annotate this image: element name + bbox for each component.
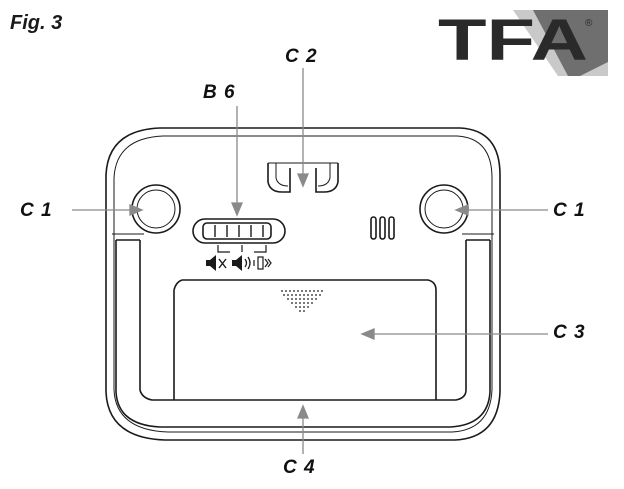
- arrow-c1-left: [72, 204, 144, 216]
- logo-panel-dark: [533, 10, 608, 76]
- callout-c1-right: C 1: [553, 200, 586, 221]
- speaker-on-icon: [232, 255, 251, 271]
- arrow-b6: [231, 106, 243, 217]
- callout-c3: C 3: [553, 322, 586, 343]
- sound-switch-slider: [202, 222, 272, 240]
- sound-switch-housing: [192, 218, 286, 244]
- battery-cover-grip-dots: [281, 290, 323, 312]
- stand-inner: [139, 240, 467, 401]
- arrow-c2: [297, 68, 309, 188]
- stand-outer: [115, 240, 491, 428]
- figure-title: Fig. 3: [10, 12, 63, 34]
- housing-outer: [105, 127, 501, 441]
- speaker-mute-icon: [206, 255, 227, 271]
- logo-text: TFA: [438, 10, 588, 73]
- arrow-c3: [360, 328, 548, 340]
- vibrate-icon: [253, 256, 272, 270]
- speaker-slots: [370, 216, 395, 240]
- battery-cover: [173, 279, 437, 400]
- callout-b6: B 6: [203, 82, 236, 103]
- logo-registered-mark: ®: [585, 18, 593, 29]
- callout-c4: C 4: [283, 457, 316, 478]
- callout-c1-left: C 1: [20, 200, 53, 221]
- callout-c2: C 2: [285, 46, 318, 67]
- arrow-c4: [297, 404, 309, 454]
- wall-mount-slot: [267, 163, 339, 193]
- arrow-c1-right: [454, 204, 548, 216]
- housing-inner-rim: [113, 135, 493, 433]
- tfa-logo: TFA ®: [438, 10, 608, 76]
